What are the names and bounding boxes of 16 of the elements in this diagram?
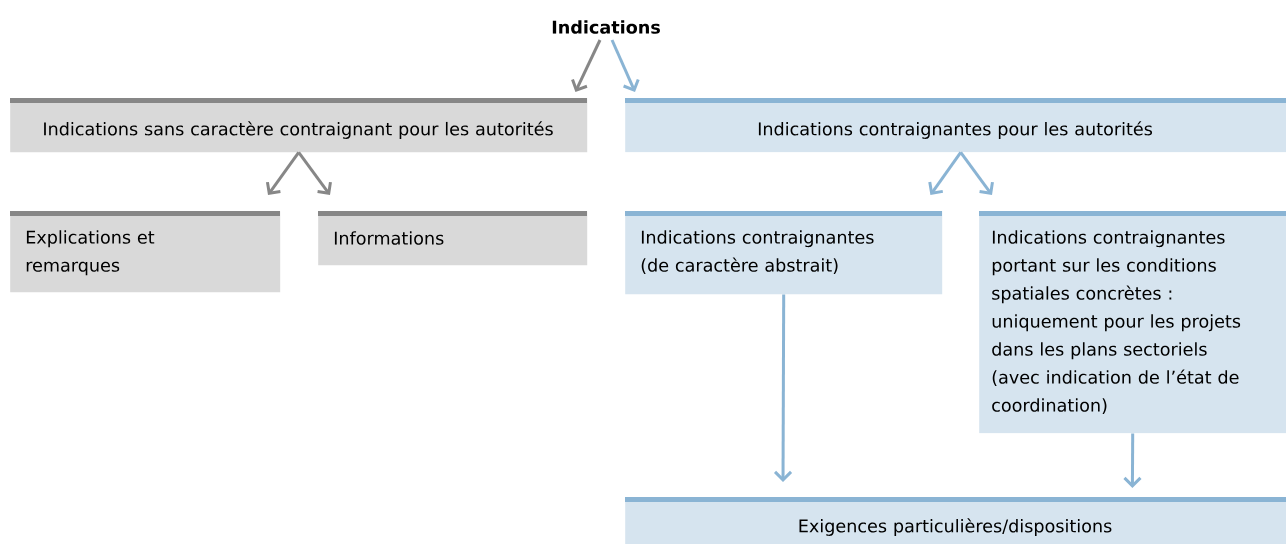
text-box: Exigences particulières/dispositions xyxy=(625,497,1286,544)
arrow xyxy=(571,39,602,92)
arrow xyxy=(1123,433,1142,488)
arrow xyxy=(265,151,300,195)
text-box: Indications contraignantes (de caractère abstrait) xyxy=(625,211,943,295)
arrow xyxy=(928,151,962,195)
text-box: Indications sans caractère contraignant pour les autorités xyxy=(10,98,588,153)
arrow xyxy=(774,294,793,482)
text-box: Explications et remarques xyxy=(10,211,281,293)
arrow xyxy=(297,151,332,195)
heading: Indications xyxy=(552,20,660,34)
text-box: Indications contraignantes portant sur les conditions spatiales concrètes : uniquement pour les projets dans les plans sectoriels (avec indication de l’état de coordination) xyxy=(979,211,1286,434)
text-box: Informations xyxy=(318,211,588,266)
arrow xyxy=(610,39,640,92)
text-box: Indications contraignantes pour les autorités xyxy=(625,98,1286,153)
arrow xyxy=(959,151,994,195)
